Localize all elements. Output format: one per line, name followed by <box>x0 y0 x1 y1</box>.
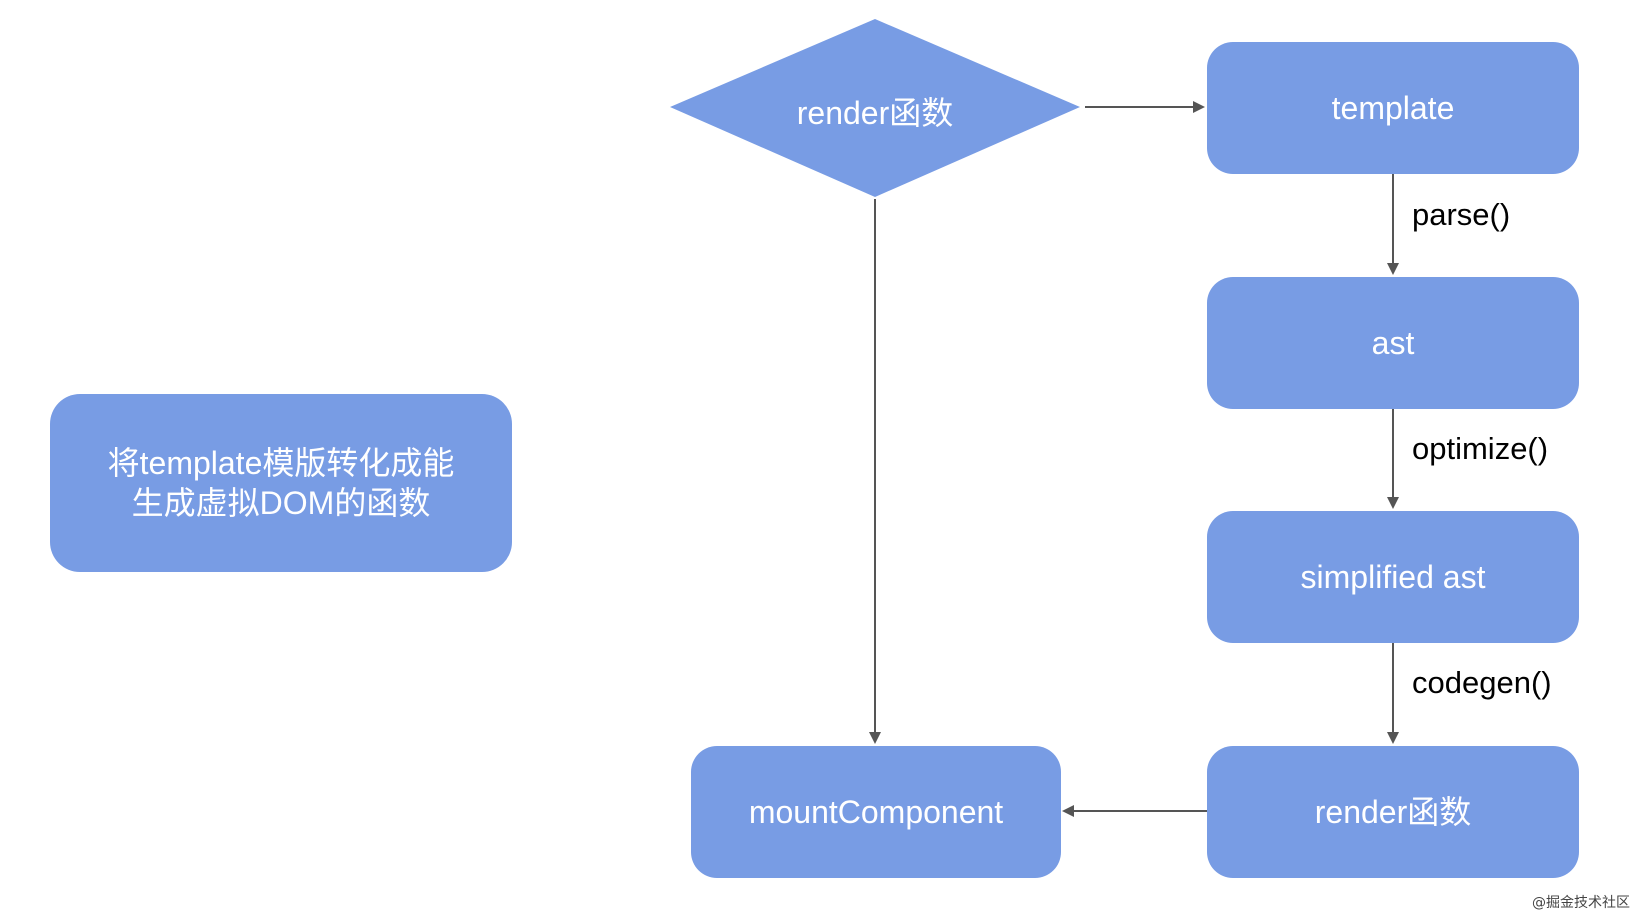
edge-label-codegen-text: codegen() <box>1412 665 1552 700</box>
note-box: 将template模版转化成能 生成虚拟DOM的函数 <box>50 394 512 572</box>
decision-label: render函数 <box>760 88 990 134</box>
node-template-label: template <box>1331 90 1455 126</box>
node-ast: ast <box>1207 277 1579 409</box>
node-simplified-ast: simplified ast <box>1207 511 1579 643</box>
node-template: template <box>1207 42 1579 174</box>
edge-label-optimize-text: optimize() <box>1412 431 1549 466</box>
node-simplified-ast-label: simplified ast <box>1300 559 1486 595</box>
edge-label-parse: parse() <box>1412 197 1510 233</box>
watermark-text: @掘金技术社区 <box>1532 895 1630 911</box>
edge-label-codegen: codegen() <box>1412 665 1552 701</box>
node-render-function: render函数 <box>1207 746 1579 878</box>
edge-label-parse-text: parse() <box>1412 197 1511 232</box>
node-render-function-label: render函数 <box>1314 794 1472 830</box>
node-mount-component-label: mountComponent <box>748 794 1004 830</box>
decision-label-text: render函数 <box>796 95 954 131</box>
decision-diamond <box>670 19 1080 197</box>
note-line-1: 将template模版转化成能 <box>107 445 455 481</box>
note-line-2: 生成虚拟DOM的函数 <box>131 485 431 521</box>
node-mount-component: mountComponent <box>691 746 1061 878</box>
edge-label-optimize: optimize() <box>1412 431 1548 467</box>
node-ast-label: ast <box>1371 325 1415 361</box>
watermark: @掘金技术社区 <box>1532 892 1630 912</box>
